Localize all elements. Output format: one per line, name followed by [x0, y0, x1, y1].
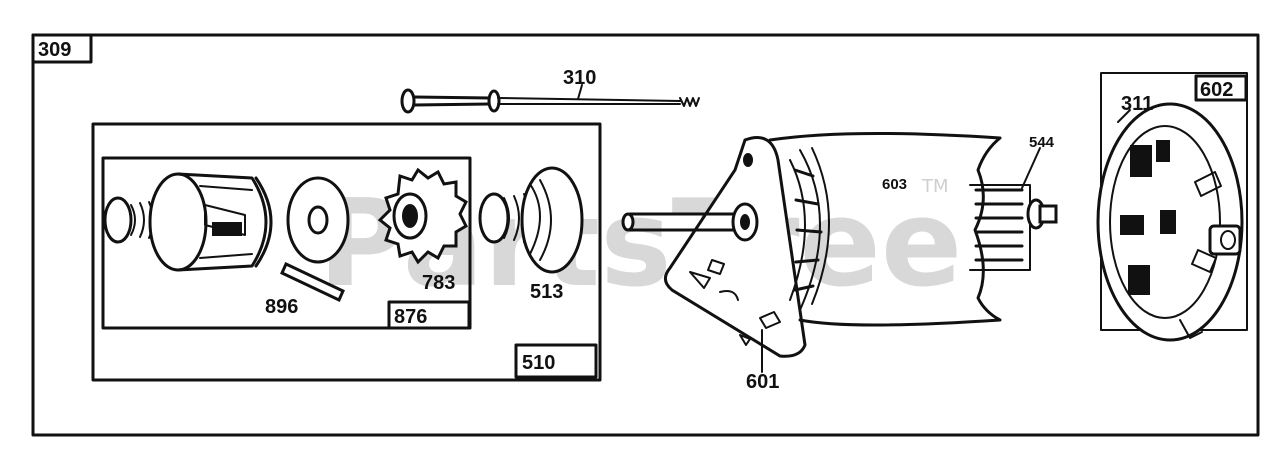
- part-310-through-bolt[interactable]: [400, 84, 700, 114]
- part-896-pin[interactable]: [280, 261, 345, 303]
- label-876: 876: [394, 306, 427, 328]
- part-washer[interactable]: [286, 176, 350, 264]
- label-601: 601: [746, 371, 779, 393]
- part-601-drive-end-cap[interactable]: [621, 136, 807, 373]
- part-603-motor-housing[interactable]: [768, 131, 1002, 327]
- label-311: 311: [1121, 93, 1153, 115]
- outer-frame: [31, 33, 1260, 437]
- label-603: 603: [882, 176, 907, 193]
- label-510: 510: [522, 352, 555, 374]
- label-310: 310: [563, 67, 596, 89]
- kit-box-876: [101, 156, 472, 330]
- part-602-commutator-end-cap[interactable]: [1096, 72, 1248, 342]
- part-drive-pinion-assembly[interactable]: [103, 172, 273, 272]
- part-783-gear[interactable]: [377, 167, 468, 265]
- kit-box-876-tag: [387, 300, 471, 330]
- label-783: 783: [422, 272, 455, 294]
- label-896: 896: [265, 296, 298, 318]
- kit-box-510: [91, 122, 602, 382]
- part-513-spring-cup[interactable]: [478, 166, 584, 274]
- label-513: 513: [530, 281, 563, 303]
- watermark-tm: TM: [921, 176, 949, 197]
- part-544-commutator[interactable]: [969, 147, 1058, 271]
- assembly-number: 309: [38, 39, 71, 61]
- label-544: 544: [1029, 134, 1055, 151]
- kit-box-510-tag: [514, 343, 598, 379]
- label-602: 602: [1200, 79, 1233, 101]
- assembly-number-box: [31, 33, 93, 64]
